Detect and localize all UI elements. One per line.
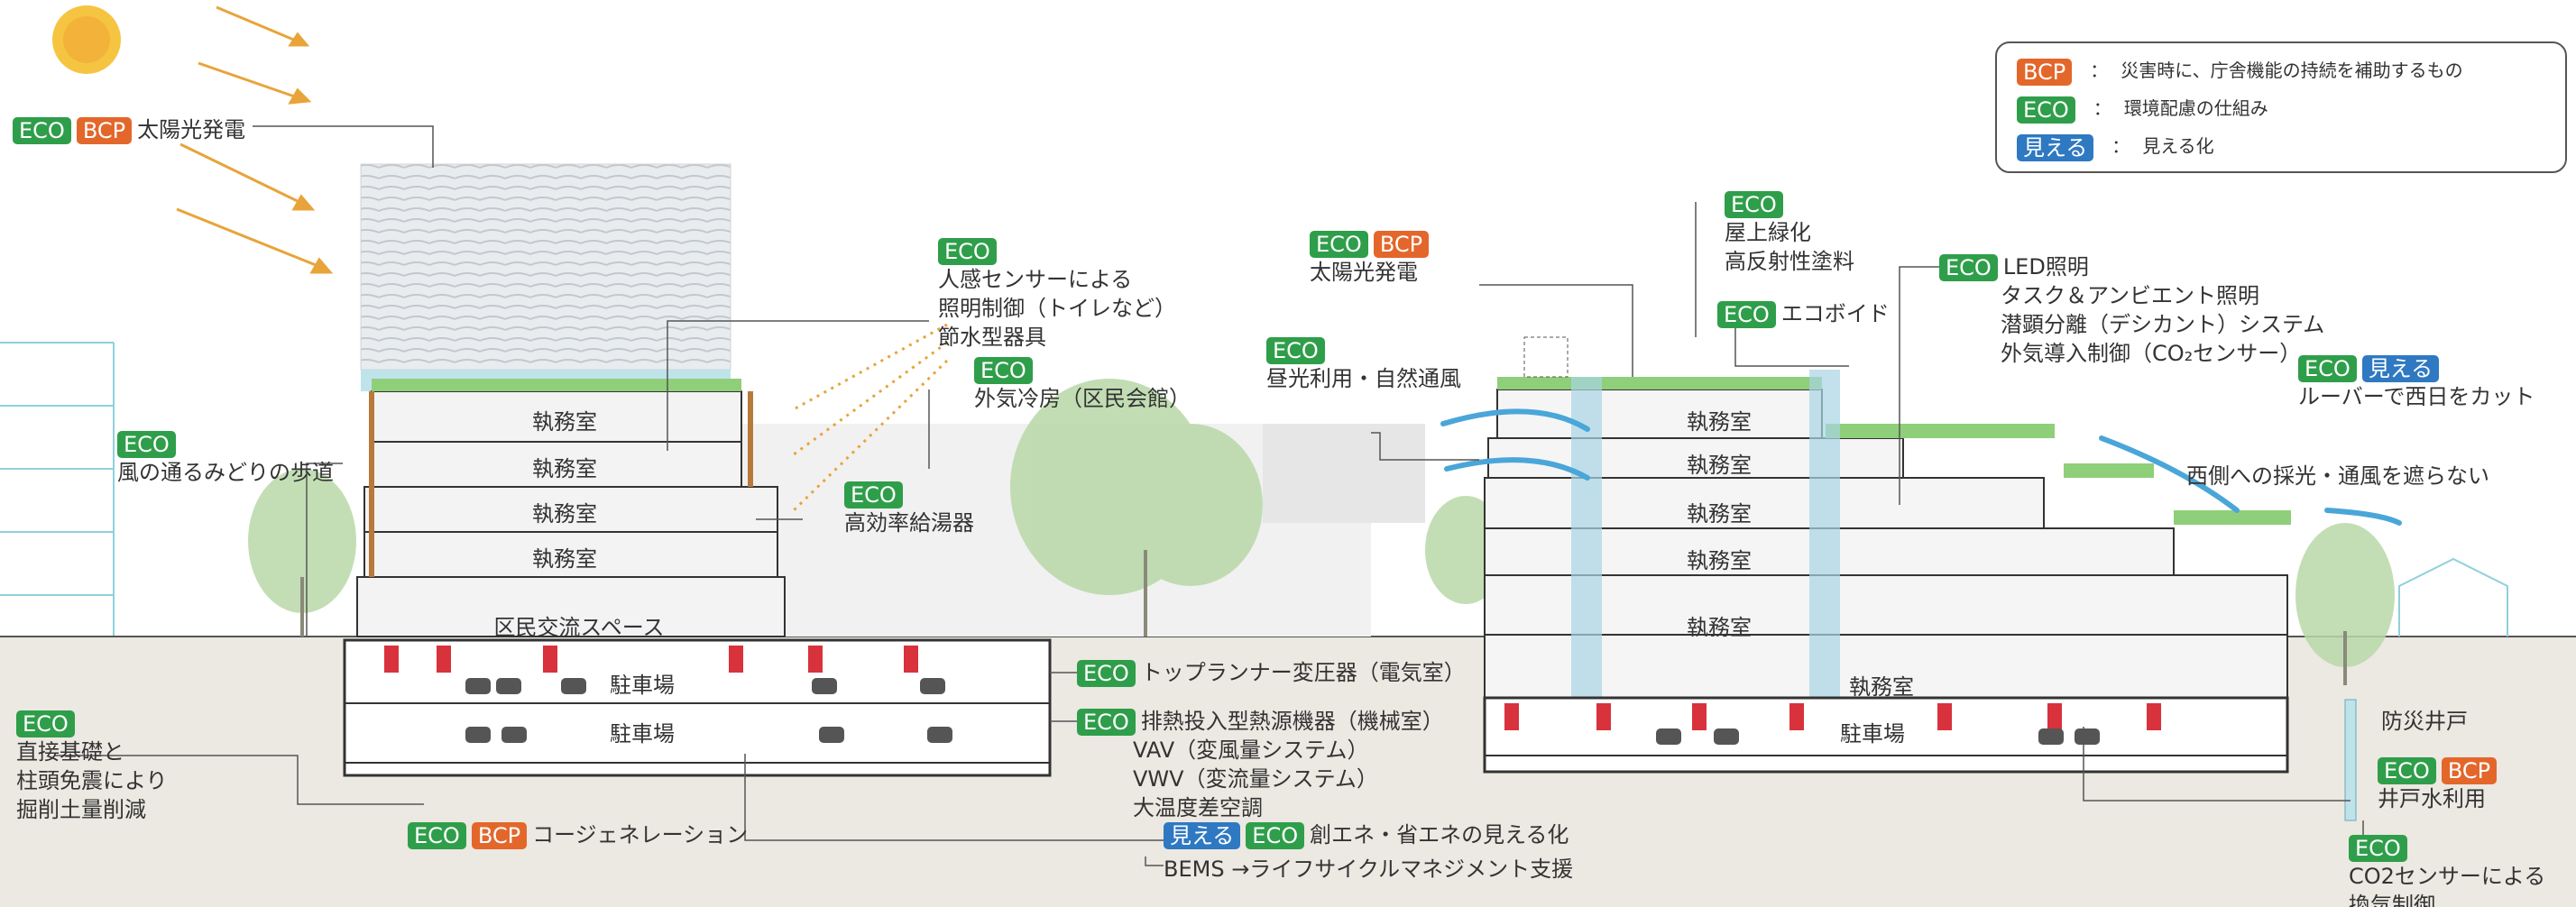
sunlight-arrows-icon xyxy=(176,5,334,274)
callout-daylight: ECO 昼光利用・自然通風 xyxy=(1266,337,1461,391)
office-label: 執務室 xyxy=(1687,453,1752,478)
eco-tag: ECO xyxy=(16,710,75,738)
callout-ext-cooling: ECO 外気冷房（区民会館） xyxy=(974,357,1191,411)
office-label: 執務室 xyxy=(1687,548,1752,573)
legend-eco: ECO：環境配慮の仕組み xyxy=(2017,94,2268,124)
wind-arrows-icon xyxy=(1440,408,2402,526)
eco-tag: ECO xyxy=(2298,355,2357,382)
parking-label: 駐車場 xyxy=(1840,721,1905,747)
bcp-tag: BCP xyxy=(1373,231,1430,258)
callout-west: 西側への採光・通風を遮らない xyxy=(2186,463,2489,489)
callout-roof: ECO 屋上緑化 高反射性塗料 xyxy=(1725,191,1854,274)
bcp-tag: BCP xyxy=(2441,757,2498,784)
eco-tag: ECO xyxy=(2349,835,2407,862)
eco-tag: ECO xyxy=(974,357,1033,384)
plaza-label: 区民交流スペース xyxy=(493,615,665,640)
bcp-tag: BCP xyxy=(2017,58,2073,86)
callout-sensor: ECO 人感センサーによる 照明制御（トイレなど） 節水型器具 xyxy=(938,238,1176,350)
eco-tag: ECO xyxy=(2378,757,2436,784)
car-icons xyxy=(465,678,952,743)
parking-label: 駐車場 xyxy=(610,673,675,698)
eco-tag: ECO xyxy=(2017,96,2075,124)
office-label: 執務室 xyxy=(1687,501,1752,527)
parking-label: 駐車場 xyxy=(610,721,675,747)
office-label: 執務室 xyxy=(1687,615,1752,640)
callout-co2: ECO CO2センサーによる 換気制御 xyxy=(2349,835,2546,907)
eco-tag: ECO xyxy=(1310,231,1368,258)
callout-water-heater: ECO 高効率給湯器 xyxy=(844,481,974,536)
eco-tag: ECO xyxy=(1077,660,1136,687)
eco-tag: ECO xyxy=(1266,337,1325,364)
leader-lines xyxy=(54,125,2364,866)
eco-tag: ECO xyxy=(117,431,176,458)
callout-green-path: ECO 風の通るみどりの歩道 xyxy=(117,431,334,485)
eco-tag: ECO xyxy=(938,238,997,265)
office-label: 執務室 xyxy=(532,501,597,527)
eco-tag: ECO xyxy=(1246,822,1305,849)
office-label: 執務室 xyxy=(532,409,597,435)
legend-box: BCP：災害時に、庁舎機能の持続を補助するもの ECO：環境配慮の仕組み 見える… xyxy=(1995,41,2567,173)
eco-tag: ECO xyxy=(1717,301,1776,328)
mieru-tag: 見える xyxy=(1164,822,1241,849)
office-label: 執務室 xyxy=(532,546,597,572)
office-label: 執務室 xyxy=(532,456,597,481)
callout-foundation: ECO 直接基礎と 柱頭免震により 掘削土量削減 xyxy=(16,710,168,822)
eco-tag: ECO xyxy=(1077,709,1136,736)
eco-tag: ECO xyxy=(408,822,466,849)
eco-tag: ECO xyxy=(1725,191,1783,218)
bcp-tag: BCP xyxy=(76,117,133,144)
callout-bems: BEMS →ライフサイクルマネジメント支援 xyxy=(1164,857,1574,882)
office-label: 執務室 xyxy=(1849,674,1914,700)
neighbor-building xyxy=(0,342,115,637)
eco-tag: ECO xyxy=(844,481,903,508)
eco-tag: ECO xyxy=(13,117,71,144)
eco-tag: ECO xyxy=(1939,254,1998,281)
callout-well: 防災井戸 xyxy=(2381,709,2468,734)
bcp-tag: BCP xyxy=(471,822,528,849)
legend-bcp: BCP：災害時に、庁舎機能の持続を補助するもの xyxy=(2017,56,2463,86)
isolator-icons xyxy=(384,646,918,673)
legend-mieru: 見える：見える化 xyxy=(2017,132,2214,161)
mieru-tag: 見える xyxy=(2017,133,2094,161)
mieru-tag: 見える xyxy=(2361,355,2440,382)
office-label: 執務室 xyxy=(1687,409,1752,435)
